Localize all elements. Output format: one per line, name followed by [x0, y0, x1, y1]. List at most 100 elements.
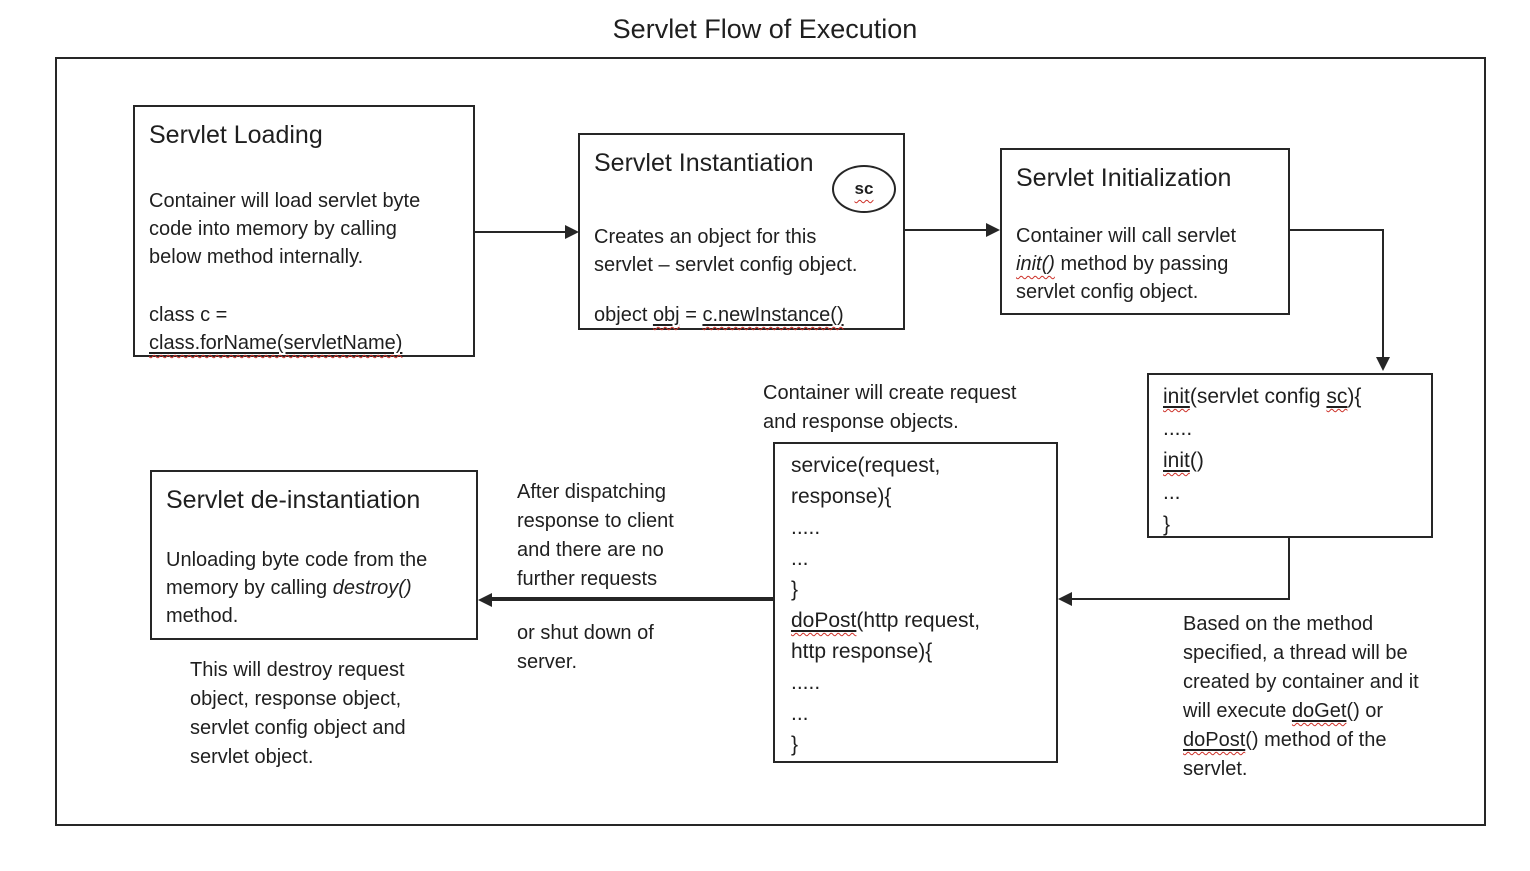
code-text: (http request, [856, 609, 981, 632]
arrow-initialization-to-init-head [1376, 357, 1390, 371]
underlined-text: doPost [791, 609, 856, 632]
text: will execute [1183, 700, 1292, 722]
code-line: ..... [1163, 417, 1193, 440]
code-line: doPost(http request, [791, 605, 1040, 636]
code-line: ..... [791, 516, 821, 539]
text-line: specified, a thread will be [1183, 642, 1408, 664]
text-line: and there are no [517, 539, 664, 561]
underlined-text: sc [1326, 385, 1347, 408]
text-line: Unloading byte code from the [166, 549, 428, 571]
sc-ellipse-badge: sc [832, 165, 896, 213]
code-line: object obj = c.newInstance() [594, 301, 889, 329]
arrow-initialization-to-init-hline [1290, 229, 1384, 231]
box-servlet-initialization: Servlet Initialization Container will ca… [1000, 148, 1290, 315]
spellcheck-word: init() [1016, 253, 1055, 275]
text-line: servlet. [1183, 758, 1248, 780]
box-body: Container will call servlet init() metho… [1016, 222, 1274, 306]
text-line: Container will call servlet [1016, 225, 1237, 247]
code-line: } [1163, 513, 1171, 536]
text-line: init() method by passing [1016, 250, 1274, 278]
text: method by passing [1054, 253, 1229, 275]
text-line: servlet – servlet config object. [594, 254, 858, 276]
text-line: below method internally. [149, 246, 364, 268]
init-code-box: init(servlet config sc){ ..... init() ..… [1147, 373, 1433, 538]
spellcheck-word: sc [1326, 385, 1348, 408]
spellcheck-word: c.newInstance() [702, 304, 844, 326]
underlined-text: doGet [1292, 700, 1346, 722]
text-line: Container will load servlet byte [149, 190, 421, 212]
text-line: object, response object, [190, 688, 402, 710]
arrow-service-to-deinstantiation-line [492, 597, 773, 601]
code-line: } [791, 578, 799, 601]
diagram-title: Servlet Flow of Execution [612, 14, 918, 44]
code-line: service(request, [791, 454, 941, 477]
spellcheck-word: init [1163, 449, 1190, 472]
badge-label: sc [854, 179, 874, 198]
text-line: After dispatching [517, 481, 666, 503]
text-line: Container will create request [763, 382, 1017, 404]
text-line: further requests [517, 568, 658, 590]
arrow-loading-to-instantiation-head [565, 225, 579, 239]
text-line: This will destroy request [190, 659, 405, 681]
code-text: (servlet config [1189, 385, 1327, 408]
italic-text: destroy() [332, 577, 412, 599]
code-text: = [679, 304, 703, 326]
code-line: init() [1163, 445, 1417, 477]
box-body: Creates an object for this servlet – ser… [594, 223, 889, 279]
box-heading: Servlet de-instantiation [166, 486, 421, 514]
note-after-dispatch: After dispatching response to client and… [517, 478, 767, 594]
text-line: method. [166, 605, 239, 627]
text: memory by calling [166, 577, 333, 599]
text-line: doPost() method of the [1183, 726, 1463, 755]
spellcheck-word: doPost [1183, 729, 1246, 751]
underlined-text: init [1163, 449, 1190, 472]
text: () method of the [1245, 729, 1387, 751]
box-servlet-loading: Servlet Loading Container will load serv… [133, 105, 475, 357]
text-line: created by container and it [1183, 671, 1419, 693]
note-thread: Based on the method specified, a thread … [1183, 610, 1463, 784]
code-line: ... [791, 702, 809, 725]
spellcheck-word: init [1163, 385, 1190, 408]
underlined-text: class.forName(servletName) [149, 332, 402, 354]
box-heading: Servlet Instantiation [594, 149, 814, 177]
underlined-text: init [1163, 385, 1190, 408]
note-destroy: This will destroy request object, respon… [190, 656, 470, 772]
code-line: init(servlet config sc){ [1163, 381, 1417, 413]
text-line: and response objects. [763, 411, 959, 433]
underlined-text: obj [653, 304, 680, 326]
arrow-instantiation-to-initialization-head [986, 223, 1000, 237]
text-line: server. [517, 651, 578, 673]
code-text: () [1189, 449, 1204, 472]
spellcheck-word: doPost [791, 609, 857, 632]
arrow-init-to-service-head [1058, 592, 1072, 606]
box-body: Unloading byte code from the memory by c… [166, 546, 462, 630]
box-servlet-instantiation: Servlet Instantiation Creates an object … [578, 133, 905, 330]
box-servlet-deinstantiation: Servlet de-instantiation Unloading byte … [150, 470, 478, 640]
box-heading: Servlet Loading [149, 121, 323, 149]
text: () or [1346, 700, 1384, 722]
note-shutdown: or shut down of server. [517, 619, 767, 677]
text-line: Based on the method [1183, 613, 1374, 635]
code-line: class c = [149, 304, 228, 326]
box-body: Container will load servlet byte code in… [149, 187, 459, 271]
service-code-box: service(request, response){ ..... ... } … [773, 442, 1058, 763]
code-line: ... [1163, 481, 1181, 504]
text-line: servlet object. [190, 746, 314, 768]
code-line: ..... [791, 671, 821, 694]
code-line: ... [791, 547, 809, 570]
code-text: object [594, 304, 653, 326]
spellcheck-word: doGet [1291, 700, 1347, 722]
arrow-init-to-service-vline [1288, 538, 1290, 599]
note-request-response: Container will create request and respon… [763, 379, 1063, 437]
code-line: http response){ [791, 640, 933, 663]
arrow-service-to-deinstantiation-head [478, 593, 492, 607]
text-line: Creates an object for this [594, 226, 817, 248]
box-code: object obj = c.newInstance() [594, 301, 889, 329]
underlined-text: doPost [1183, 729, 1245, 751]
arrow-init-to-service-hline [1072, 598, 1290, 600]
arrow-initialization-to-init-vline [1382, 229, 1384, 357]
text-line: or shut down of [517, 622, 654, 644]
code-line: } [791, 733, 799, 756]
text-line: will execute doGet() or [1183, 697, 1463, 726]
